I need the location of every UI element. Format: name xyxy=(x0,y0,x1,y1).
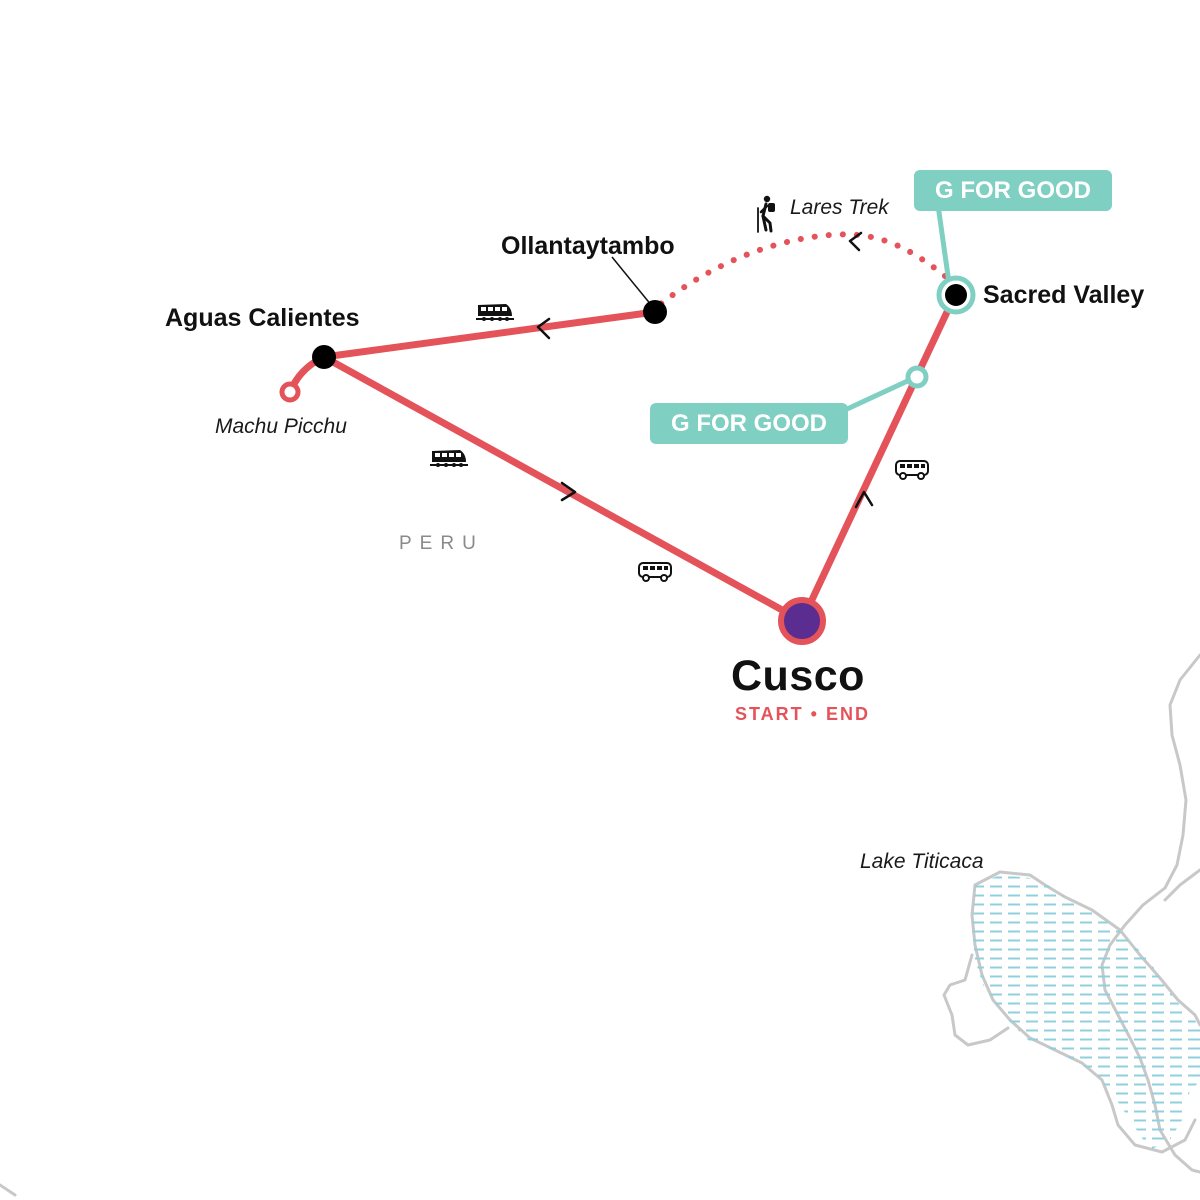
lake-titicaca-label: Lake Titicaca xyxy=(860,850,984,873)
chevron-left-icon xyxy=(536,317,551,340)
sacred-valley-label: Sacred Valley xyxy=(983,281,1145,309)
country-label: PERU xyxy=(399,533,484,554)
lares-trek-label: Lares Trek xyxy=(790,196,889,219)
ollantaytambo-label: Ollantaytambo xyxy=(501,232,675,260)
g-for-good-waypoint xyxy=(905,365,929,389)
bus-icon xyxy=(895,460,929,480)
direction-chevrons xyxy=(536,231,874,509)
chevron-up-icon xyxy=(854,490,874,509)
start-end-label: START • END xyxy=(735,704,870,724)
train-icon xyxy=(430,450,468,467)
cusco-label: Cusco xyxy=(731,652,865,700)
aguas-calientes-label: Aguas Calientes xyxy=(165,304,360,332)
train-icon xyxy=(476,304,514,321)
chevron-right-icon xyxy=(560,481,577,502)
lares-trek-route xyxy=(655,231,948,309)
g-for-good-badge-mid: G FOR GOOD xyxy=(650,403,848,444)
route-cusco-sacred-valley xyxy=(798,291,959,625)
g-for-good-badge-top: G FOR GOOD xyxy=(914,170,1112,211)
route-aguas-cusco xyxy=(320,353,806,625)
ollantaytambo-dot xyxy=(643,300,667,324)
hiker-icon xyxy=(757,195,775,233)
badge-connectors xyxy=(842,202,953,413)
chevron-left-icon xyxy=(848,231,863,252)
route xyxy=(286,291,959,625)
bus-icon xyxy=(638,562,672,582)
machu-picchu-label: Machu Picchu xyxy=(215,415,347,438)
lake-titicaca-water xyxy=(972,875,1200,1150)
cusco-marker xyxy=(778,597,826,645)
aguas-calientes-dot xyxy=(312,345,336,369)
sacred-valley-dot xyxy=(945,284,967,306)
ollantaytambo-leader xyxy=(611,256,653,307)
machu-picchu-marker xyxy=(279,381,301,403)
route-ollantaytambo-aguas xyxy=(320,308,659,361)
